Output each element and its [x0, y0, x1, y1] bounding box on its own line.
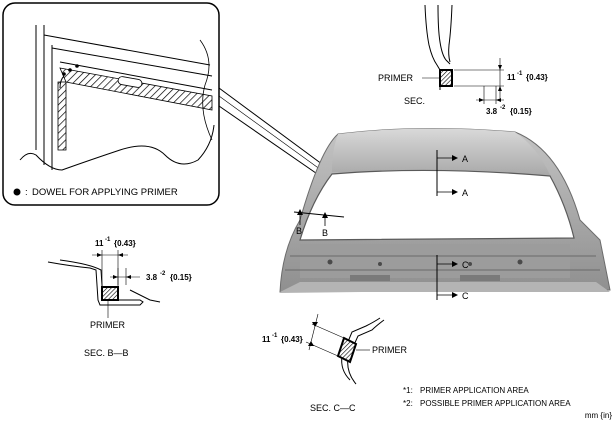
dowel-legend-dot	[13, 188, 21, 196]
top-dim-height: 11	[507, 73, 516, 82]
b-dim-side-tol: -2	[160, 271, 166, 277]
section-marker-a: A A	[436, 150, 468, 198]
top-sec-title: SEC.	[404, 96, 425, 106]
back-window-opening	[299, 169, 575, 241]
b-dim-side: 3.8	[146, 273, 158, 282]
primer-bead-top	[439, 69, 453, 87]
section-c-c: 11 -1 {0.43} PRIMER SEC. C—C	[262, 313, 408, 413]
dowel-dot	[68, 68, 72, 72]
c-dim: 11	[262, 335, 271, 344]
b-dim-top: 11	[95, 239, 104, 248]
top-dim-height-tol: -1	[517, 71, 523, 77]
callout-leader-top	[218, 87, 331, 171]
c-primer-label: PRIMER	[372, 345, 408, 355]
mark-c-bottom: C	[462, 291, 469, 301]
primer-area-roof	[59, 67, 213, 111]
b-dim-side-in: {0.15}	[170, 273, 192, 282]
mark-b-left: B	[296, 226, 302, 236]
mark-c-top: C	[462, 260, 469, 270]
callout-leader-mid	[218, 95, 329, 176]
top-primer-label: PRIMER	[378, 73, 414, 83]
c-sec-title: SEC. C—C	[310, 403, 356, 413]
b-dim-top-tol: -1	[105, 237, 111, 243]
vehicle-rear-body	[279, 127, 611, 293]
primer-bead-b	[101, 286, 119, 301]
b-primer-label: PRIMER	[90, 320, 126, 330]
note-1-mark: *1:	[403, 386, 413, 395]
note-2-mark: *2:	[403, 399, 413, 408]
dowel-dot	[62, 72, 66, 76]
detail-callout: : DOWEL FOR APPLYING PRIMER	[2, 2, 331, 206]
mark-b-right: B	[322, 228, 328, 238]
note-2-text: POSSIBLE PRIMER APPLICATION AREA	[420, 399, 571, 408]
section-marker-c: C C	[436, 255, 469, 301]
b-sec-title: SEC. B—B	[84, 348, 129, 358]
top-dim-width-tol: -2	[500, 105, 506, 111]
dowel-dot	[75, 64, 79, 68]
top-dim-height-in: {0.43}	[526, 73, 548, 82]
notes: *1: PRIMER APPLICATION AREA *2: POSSIBLE…	[403, 386, 612, 420]
dowel-legend-colon: :	[25, 187, 28, 198]
mark-a-bottom: A	[462, 188, 468, 198]
section-marker-b: B B	[293, 209, 345, 238]
top-dim-width-in: {0.15}	[510, 107, 532, 116]
note-1-text: PRIMER APPLICATION AREA	[420, 386, 529, 395]
section-top: 11 -1 {0.43} 3.8 -2 {0.15} PRIMER SEC.	[378, 4, 548, 116]
top-dim-width: 3.8	[486, 107, 498, 116]
b-dim-top-in: {0.43}	[114, 239, 136, 248]
callout-leader-bottom	[218, 105, 327, 181]
c-dim-in: {0.43}	[281, 335, 303, 344]
section-b-b: 11 -1 {0.43} 3.8 -2 {0.15} PRIMER SEC. B…	[47, 237, 192, 358]
primer-bead-c	[336, 336, 358, 364]
primer-area-pillar	[57, 81, 67, 151]
units-label: mm {in}	[585, 411, 612, 420]
mark-a-top: A	[462, 154, 468, 164]
c-dim-tol: -1	[272, 333, 278, 339]
dowel-legend-text: DOWEL FOR APPLYING PRIMER	[32, 187, 178, 198]
